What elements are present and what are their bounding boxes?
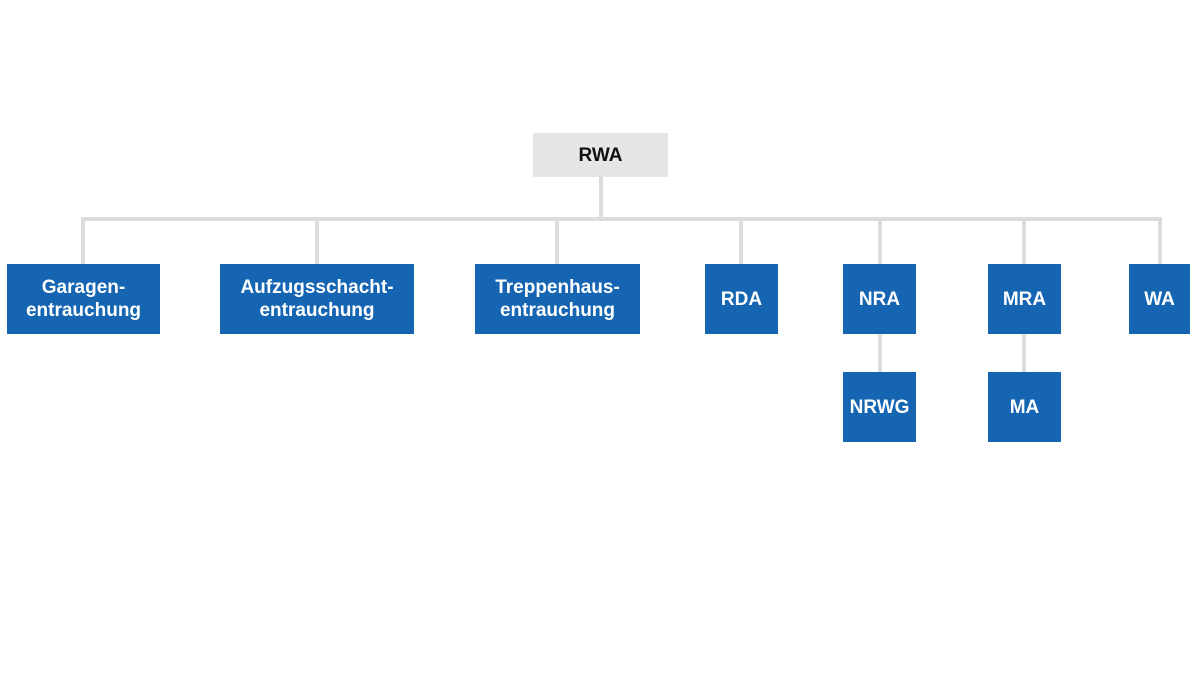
node-label: NRA bbox=[858, 288, 901, 310]
node-garagenentrauchung: Garagen- entrauchung bbox=[7, 264, 160, 334]
node-wa: WA bbox=[1129, 264, 1190, 334]
node-treppenhausentrauchung: Treppenhaus- entrauchung bbox=[475, 264, 640, 334]
node-mra: MRA bbox=[988, 264, 1061, 334]
node-aufzugsschachtentrauchung: Aufzugsschacht- entrauchung bbox=[220, 264, 414, 334]
drop-connector-aufzug bbox=[315, 217, 319, 264]
mra-ma-connector bbox=[1022, 333, 1026, 372]
horizontal-bus-connector bbox=[81, 217, 1162, 221]
nra-nrwg-connector bbox=[878, 333, 882, 372]
drop-connector-rda bbox=[739, 217, 743, 264]
node-label: NRWG bbox=[849, 396, 910, 418]
node-label: Aufzugsschacht- entrauchung bbox=[240, 277, 394, 321]
node-nrwg: NRWG bbox=[843, 372, 916, 442]
node-nra: NRA bbox=[843, 264, 916, 334]
drop-connector-wa bbox=[1158, 217, 1162, 264]
drop-connector-nra bbox=[878, 217, 882, 264]
drop-connector-treppenhaus bbox=[555, 217, 559, 264]
node-label: MA bbox=[1009, 396, 1040, 418]
root-node-rwa: RWA bbox=[533, 133, 668, 177]
node-label: WA bbox=[1144, 288, 1175, 310]
root-stem-connector bbox=[599, 177, 603, 220]
drop-connector-mra bbox=[1022, 217, 1026, 264]
node-label: Treppenhaus- entrauchung bbox=[495, 277, 620, 321]
drop-connector-garagen bbox=[81, 217, 85, 264]
node-ma: MA bbox=[988, 372, 1061, 442]
node-label: Garagen- entrauchung bbox=[25, 277, 142, 321]
node-label: RDA bbox=[720, 288, 763, 310]
root-node-label: RWA bbox=[578, 144, 623, 166]
node-label: MRA bbox=[1002, 288, 1047, 310]
node-rda: RDA bbox=[705, 264, 778, 334]
